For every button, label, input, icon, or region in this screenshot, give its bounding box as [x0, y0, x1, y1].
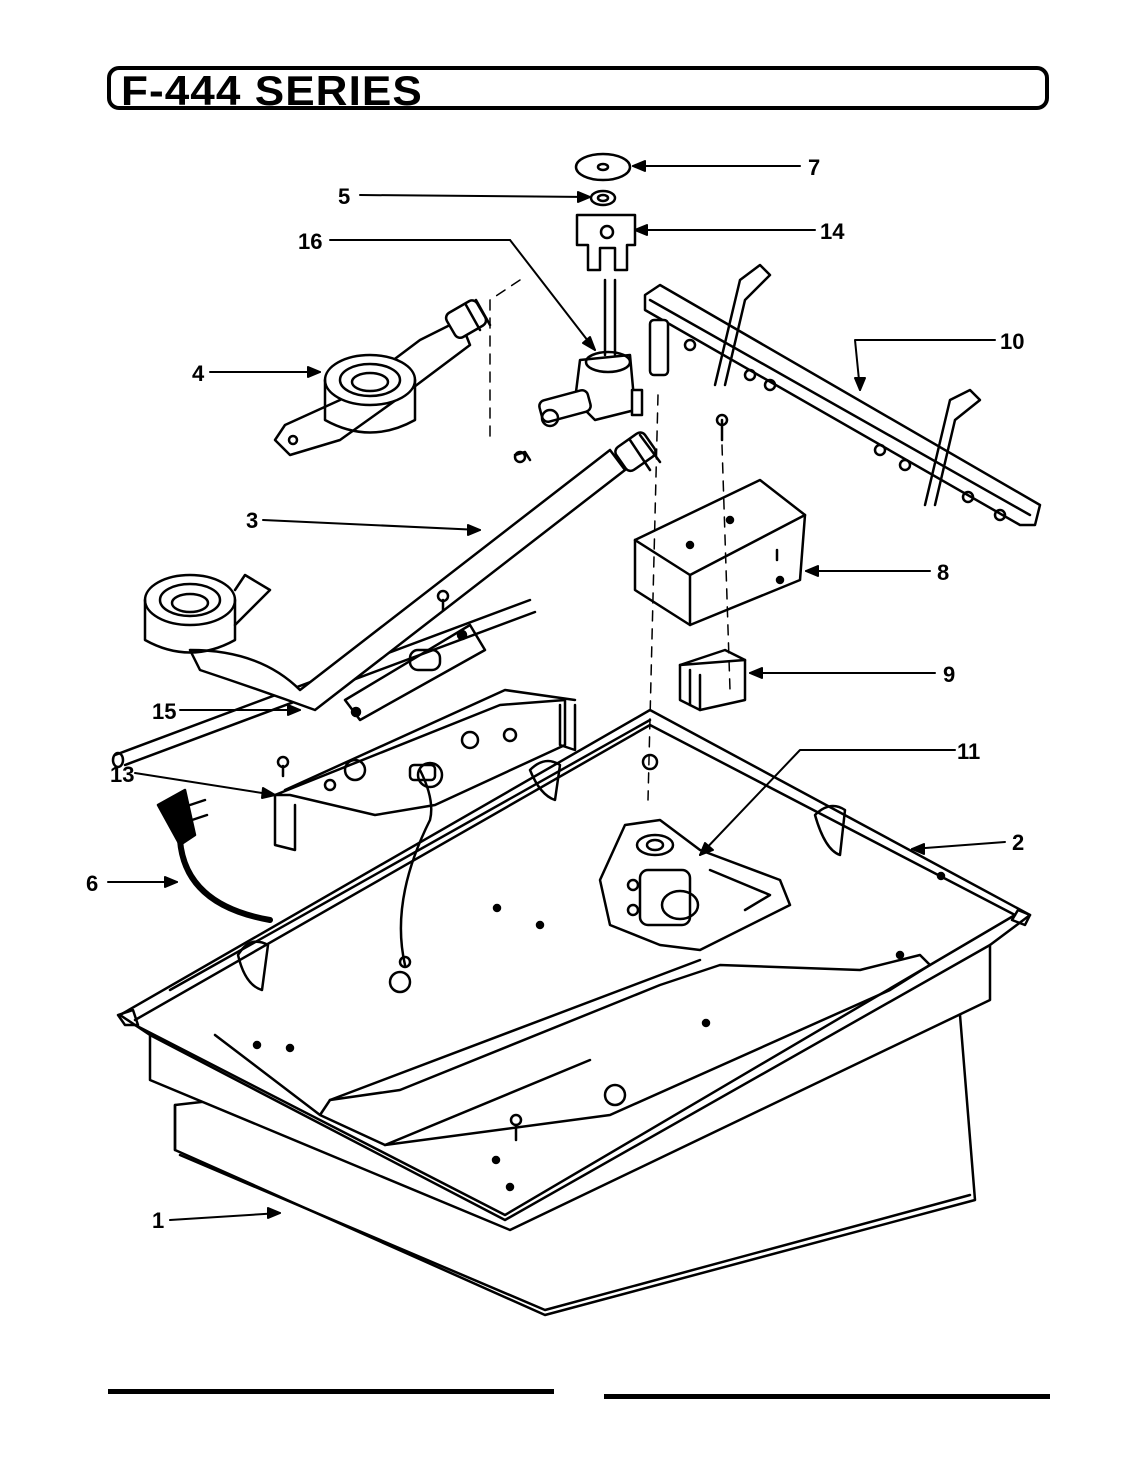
callout-10: 10 [1000, 329, 1024, 354]
screws [276, 589, 523, 1142]
title-frame: F-444 SERIES [107, 66, 1049, 114]
callout-9: 9 [943, 662, 955, 687]
part-2-burner-box [116, 708, 1032, 1232]
callout-11: 11 [957, 739, 980, 764]
page-title: F-444 SERIES [121, 67, 423, 114]
part-13-mounting-bracket [273, 688, 577, 852]
callout-3: 3 [246, 508, 258, 533]
part-8-ignition-module [633, 413, 807, 627]
callout-6: 6 [86, 871, 98, 896]
callout-7: 7 [808, 155, 820, 180]
part-11-regulator [598, 753, 792, 952]
footer-rule-left [108, 1389, 554, 1394]
part-4-burner [273, 298, 492, 457]
footer-rule-right [604, 1394, 1050, 1399]
callout-4: 4 [192, 361, 205, 386]
part-14-valve-bracket [575, 213, 637, 272]
part-5-washer [589, 189, 617, 207]
part-10-manifold [643, 263, 1042, 527]
callout-16: 16 [298, 229, 322, 254]
callout-13: 13 [110, 762, 134, 787]
part-9-spark-module [678, 648, 747, 712]
leader-lines [107, 160, 1006, 1221]
ground-wire [398, 763, 437, 969]
callout-14: 14 [820, 219, 845, 244]
callout-1: 1 [152, 1208, 164, 1233]
part-7-disc [574, 152, 632, 182]
part-6-power-cord [156, 788, 273, 923]
alignment-guides [489, 279, 731, 801]
part-3-burner-tube [143, 431, 662, 712]
callout-5: 5 [338, 184, 350, 209]
callout-8: 8 [937, 560, 949, 585]
callout-15: 15 [152, 699, 176, 724]
part-16-valve [513, 278, 644, 464]
callout-labels: 1 2 3 4 5 6 7 8 9 10 11 13 14 15 16 [86, 155, 1024, 1233]
callout-2: 2 [1012, 830, 1024, 855]
